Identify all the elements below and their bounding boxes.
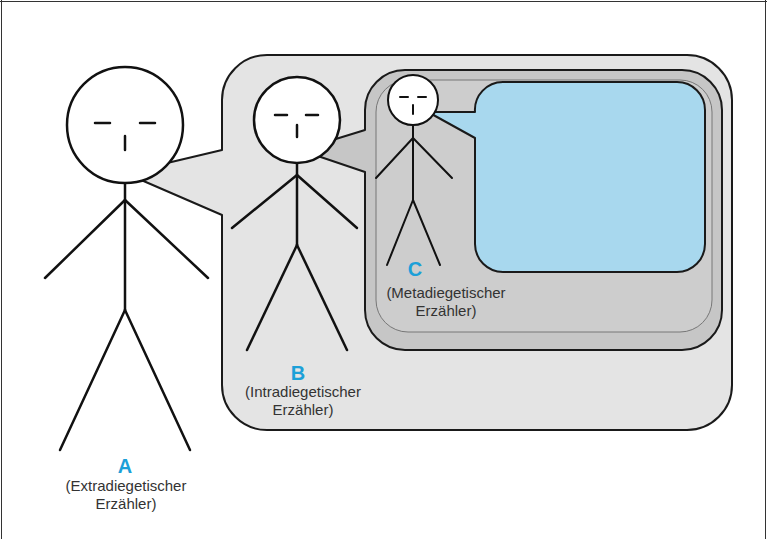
narrator-letter: B: [278, 363, 318, 383]
bubble-shape: [125, 55, 732, 430]
stick-figure: [376, 75, 452, 265]
speech-bubble: C (Metadiegetischer Erzähler): [365, 70, 722, 350]
stick-figure: [232, 77, 357, 350]
stick-figure: [45, 67, 208, 450]
speech-bubble: C (Metadiegetischer Erzähler) B(Intradiege…: [222, 55, 732, 430]
narrator-label: (Extradiegetischer Erzähler): [51, 477, 201, 513]
bubble-shape: [300, 70, 722, 350]
speech-bubble: [428, 82, 705, 272]
narrator-label: (Intradiegetischer Erzähler): [228, 383, 378, 419]
narrator-label: (Metadiegetischer Erzähler): [371, 284, 521, 320]
narrator-letter: C: [395, 259, 435, 279]
narrator-letter: A: [105, 456, 145, 476]
